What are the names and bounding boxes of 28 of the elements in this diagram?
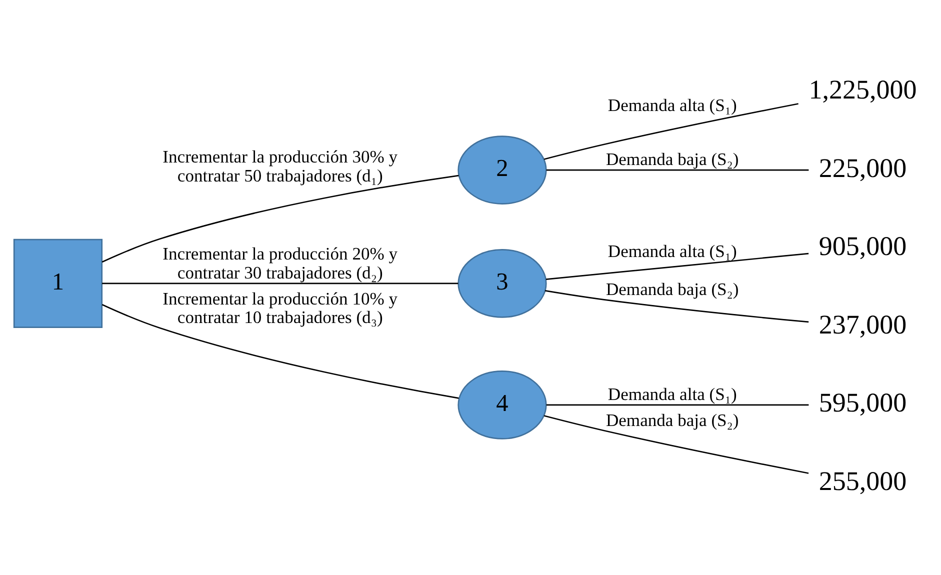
- node-ellipse: 4: [458, 370, 547, 440]
- connector: [544, 103, 798, 160]
- node-text: 237,000: [818, 309, 907, 340]
- connector: [102, 282, 458, 284]
- edge-label: Demanda baja (S₂): [606, 278, 739, 299]
- node-text: 255,000: [818, 466, 907, 496]
- edge-label: Demanda baja (S₂): [606, 149, 739, 170]
- node-box: 1: [13, 238, 103, 328]
- node-text: 595,000: [818, 388, 907, 418]
- edge-label: Demanda alta (S₁): [608, 95, 737, 116]
- edge-label: Demanda baja (S₂): [606, 410, 739, 430]
- node-text: 225,000: [818, 152, 907, 183]
- node-text: 905,000: [818, 231, 907, 262]
- node-ellipse: 2: [458, 136, 547, 204]
- connector: [544, 415, 809, 474]
- connector: [102, 174, 459, 263]
- node-text: 1,225,000: [808, 74, 917, 104]
- edge-label: Demanda alta (S₁): [608, 384, 737, 404]
- edge-label: Incrementar la producción 30% y contratar 50 trabajadores (d₁): [162, 146, 398, 186]
- edge-label: Incrementar la producción 10% y contratar 10 trabajadores (d₃): [162, 288, 398, 328]
- edge-label: Demanda alta (S₁): [608, 240, 737, 261]
- edge-label: Incrementar la producción 20% y contratar 30 trabajadores (d₂): [162, 244, 398, 283]
- connector: [102, 304, 459, 399]
- node-ellipse: 3: [458, 249, 547, 318]
- connector: [546, 169, 809, 171]
- connector: [546, 404, 809, 406]
- connector: [546, 252, 809, 280]
- connector: [545, 290, 809, 323]
